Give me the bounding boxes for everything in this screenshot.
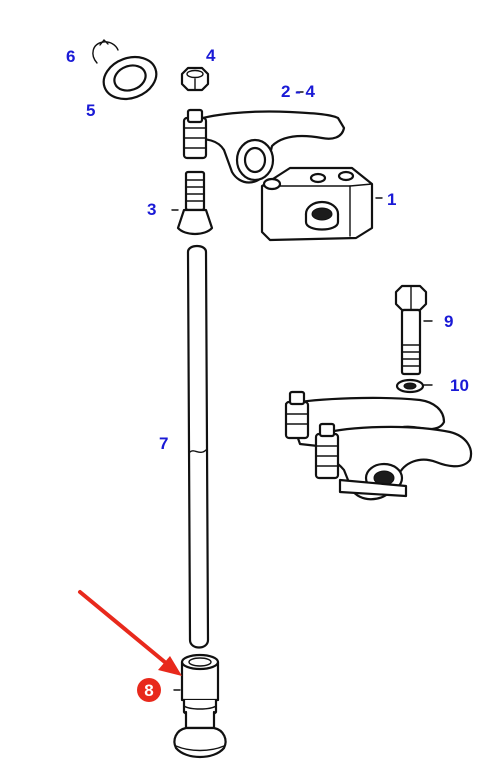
callout-10: 10 bbox=[450, 376, 469, 395]
washer-part bbox=[102, 55, 158, 101]
rocker-bracket-part bbox=[260, 166, 374, 242]
callout-3: 3 bbox=[147, 200, 156, 219]
callout-7: 7 bbox=[159, 434, 168, 453]
circlip-part bbox=[92, 38, 119, 64]
callout-5: 5 bbox=[86, 101, 95, 120]
push-rod-part bbox=[186, 244, 210, 649]
callout-4: 4 bbox=[206, 46, 216, 65]
callout-8: 8 bbox=[144, 681, 153, 700]
adjusting-screw-part bbox=[176, 170, 214, 236]
callout-2-4: 2 - 4 bbox=[281, 82, 316, 101]
rocker-arm-upper bbox=[182, 108, 346, 184]
callout-9: 9 bbox=[444, 312, 453, 331]
callout-8-badge: 8 bbox=[137, 678, 161, 702]
spring-washer-part bbox=[395, 378, 425, 394]
bolt-part bbox=[394, 284, 428, 376]
callout-6: 6 bbox=[66, 47, 75, 66]
tappet-part bbox=[173, 653, 227, 759]
callout-1: 1 bbox=[387, 190, 396, 209]
nut-part bbox=[180, 66, 210, 92]
highlight-arrow bbox=[78, 590, 182, 676]
leader-lines bbox=[171, 91, 433, 691]
rocker-assembly bbox=[284, 390, 473, 501]
